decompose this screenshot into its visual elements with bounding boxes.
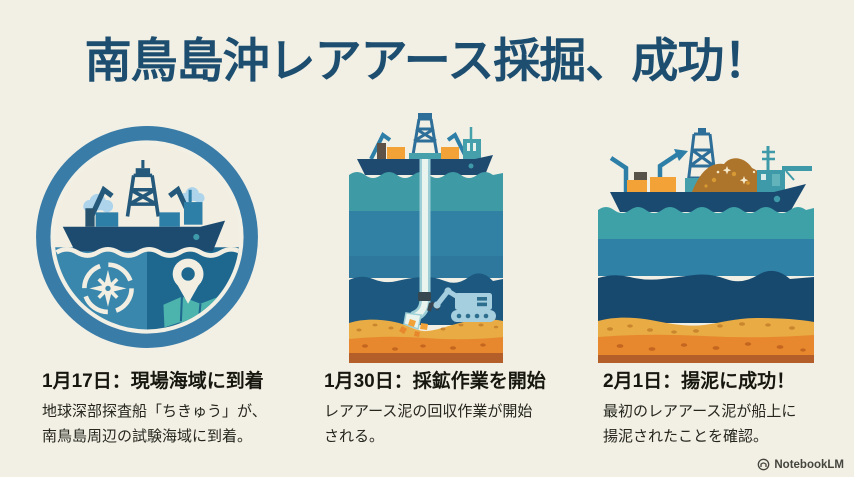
step-3-body: 最初のレアアース泥が船上に揚泥されたことを確認。 [603, 402, 797, 445]
badge-drillship-icon [55, 159, 240, 258]
arrival-badge-panel [34, 124, 260, 355]
badge-ring [36, 126, 258, 348]
compass-icon [82, 262, 134, 315]
step-1-heading: 1月17日：現場海域に到着 [42, 371, 264, 392]
drillship-compass-map-badge-icon [36, 126, 258, 348]
sparkle-icons [716, 166, 756, 185]
mining-cross-section-panel [347, 113, 505, 368]
step-3-heading: 2月1日：揚泥に成功！ [603, 371, 796, 392]
ocean-layers [598, 207, 814, 323]
drillship-icon [609, 128, 812, 212]
step-2-body: レアアース泥の回収作業が開始される。 [324, 402, 533, 445]
watermark: NotebookLM [757, 458, 844, 471]
seafloor-layers [598, 317, 814, 363]
step-1-body: 地球深部探査船「ちきゅう」が、南鳥島周辺の試験海域に到着。 [42, 402, 267, 445]
watermark-label: NotebookLM [774, 458, 844, 471]
page-title: 南鳥島沖レアアース採掘、成功！ [84, 34, 771, 87]
notebooklm-logo-icon [758, 458, 770, 471]
step-2-mining-start: 1月30日：採鉱作業を開始 レアアース泥の回収作業が開始される。 [324, 370, 600, 450]
map-pin-icon [163, 258, 219, 329]
seafloor-mining-cross-section-icon [349, 113, 503, 363]
step-3-mud-recovery: 2月1日：揚泥に成功！ 最初のレアアース泥が船上に揚泥されたことを確認。 [603, 370, 853, 450]
recovery-panel [596, 128, 816, 368]
mining-robot-icon [427, 287, 496, 322]
step-1-arrival: 1月17日：現場海域に到着 地球深部探査船「ちきゅう」が、南鳥島周辺の試験海域に… [42, 370, 318, 450]
drillship-with-recovered-mud-icon [598, 128, 814, 363]
seafloor-layers [349, 319, 503, 363]
debris-sparks [399, 319, 428, 337]
mud-pile [692, 158, 771, 192]
step-2-heading: 1月30日：採鉱作業を開始 [324, 371, 546, 392]
